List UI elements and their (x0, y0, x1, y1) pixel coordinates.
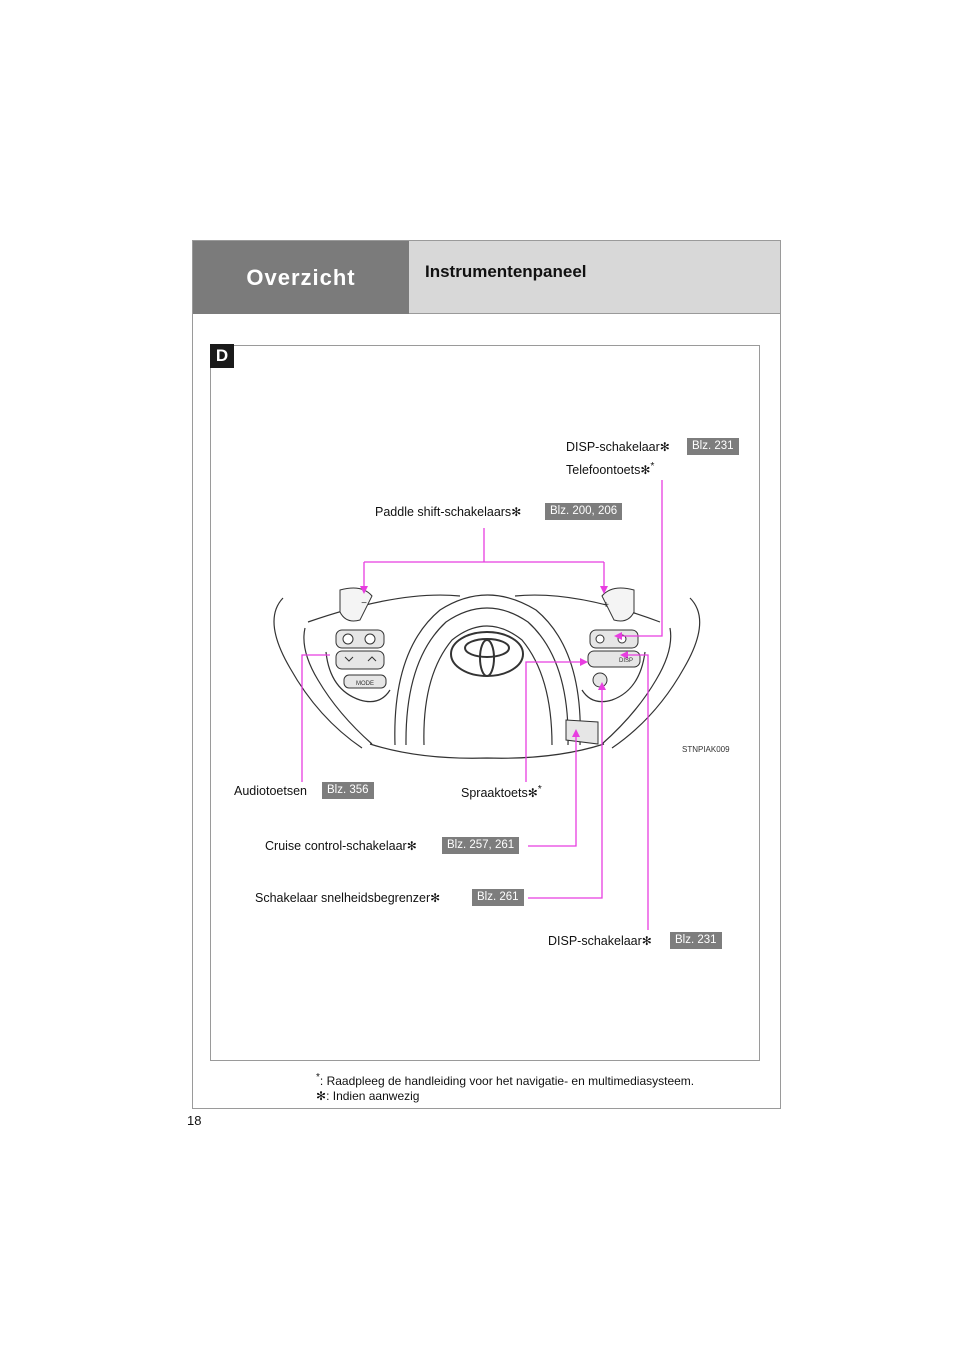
figure-code: STNPIAK009 (682, 745, 730, 754)
callout-audio (301, 654, 330, 782)
badge-cruise: Blz. 257, 261 (442, 837, 520, 854)
label-speedlimiter: Schakelaar snelheidsbegrenzer✻ (255, 891, 441, 905)
mode-button-text: MODE (356, 681, 374, 687)
badge-audio: Blz. 356 (322, 782, 374, 799)
disp-button-text: DISP (619, 658, 633, 664)
seek-button (335, 650, 385, 670)
section-tab: Overzicht (193, 241, 409, 314)
badge-disp-top: Blz. 231 (687, 438, 739, 455)
right-button-cluster (565, 629, 641, 745)
figure-letter: D (210, 344, 234, 368)
steering-wheel-outline (273, 594, 701, 759)
footnote-optional: ✻: Indien aanwezig (316, 1089, 420, 1103)
seek-arrows-icon (344, 656, 377, 662)
page-title: Instrumentenpaneel (409, 241, 780, 314)
paddle-minus-text: − (361, 598, 367, 609)
cruise-control-lever (565, 719, 599, 745)
mode-button (343, 674, 387, 689)
badge-speedlimiter: Blz. 261 (472, 889, 524, 906)
callout-telefoon (622, 480, 663, 637)
callout-speedlimiter (528, 688, 603, 899)
label-disp-top: DISP-schakelaar✻ (566, 440, 670, 454)
label-audio: Audiotoetsen (234, 784, 307, 798)
badge-paddle: Blz. 200, 206 (545, 503, 623, 520)
label-disp-bottom: DISP-schakelaar✻ (548, 934, 652, 948)
phone-pickup-icon (595, 634, 605, 644)
toyota-logo-icon (450, 631, 524, 677)
left-button-cluster (335, 629, 387, 689)
speed-limiter-button (592, 672, 608, 688)
label-paddle: Paddle shift-schakelaars✻ (375, 505, 522, 519)
volume-minus-icon (342, 633, 354, 645)
page-frame: Overzicht Instrumentenpaneel (192, 240, 781, 1109)
label-telefoontoets: Telefoontoets✻* (566, 461, 655, 478)
footnote-star: *: Raadpleeg de handleiding voor het nav… (316, 1072, 695, 1088)
callout-paddle (363, 528, 605, 588)
paddle-plus (601, 587, 635, 622)
callout-cruise (528, 735, 577, 847)
label-cruise: Cruise control-schakelaar✻ (265, 839, 417, 853)
callout-disp-bottom (628, 654, 649, 930)
callout-lines (301, 480, 663, 930)
volume-plus-icon (364, 633, 376, 645)
page-number: 18 (187, 1113, 202, 1128)
phone-buttons (589, 629, 639, 649)
badge-disp-bottom: Blz. 231 (670, 932, 722, 949)
paddle-minus (339, 587, 373, 622)
paddle-shifters (339, 587, 635, 622)
callout-arrowheads (360, 586, 628, 737)
figure-box (210, 345, 760, 1061)
label-spraak: Spraaktoets✻* (461, 784, 542, 801)
paddle-plus-text: + (603, 600, 609, 611)
callout-spraak (525, 661, 580, 782)
